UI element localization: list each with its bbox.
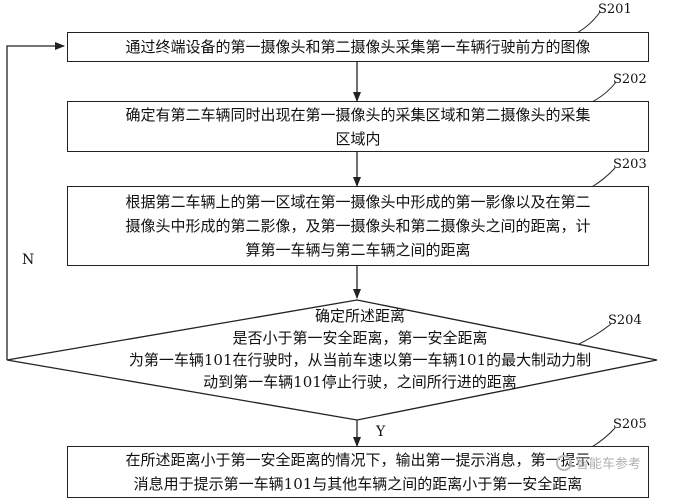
step-s204-text: 确定所述距离 是否小于第一安全距离，第一安全距离 为第一车辆101在行驶时，从当… [70, 305, 650, 393]
step-s203-line-2: 摄像头中形成的第二影像，及第一摄像头和第二摄像头之间的距离，计 [125, 217, 591, 235]
step-s202-box: 确定有第二车辆同时出现在第一摄像头的采集区域和第二摄像头的采集 区域内 [67, 101, 649, 152]
step-s203-line-1: 根据第二车辆上的第一区域在第一摄像头中形成的第一影像以及在第二 [125, 193, 591, 211]
step-s202-label: S202 [613, 72, 647, 87]
edge-label-no: N [22, 252, 35, 268]
watermark: 智能车参考 [556, 453, 641, 472]
step-s205-line-2: 消息用于提示第一车辆101与其他车辆之间的距离小于第一安全距离 [133, 475, 583, 493]
step-s205-label: S205 [613, 417, 647, 432]
step-s202-line-2: 区域内 [335, 129, 381, 148]
step-s205-line-1: 在所述距离小于第一安全距离的情况下，输出第一提示消息，第一提示 [125, 451, 591, 469]
step-s203-label: S203 [613, 157, 647, 172]
decision-diamond [6, 299, 658, 421]
leader-s201 [574, 11, 601, 35]
step-s204-line-3: 为第一车辆101在行驶时，从当前车速以第一车辆101的最大制动力制 [128, 351, 592, 369]
leader-s203 [589, 167, 616, 189]
step-s203-line-3: 算第一车辆与第二车辆之间的距离 [245, 241, 471, 259]
step-s203-box: 根据第二车辆上的第一区域在第一摄像头中形成的第一影像以及在第二 摄像头中形成的第… [67, 186, 649, 266]
leader-s205 [589, 427, 616, 449]
step-s204-line-2: 是否小于第一安全距离，第一安全距离 [232, 329, 488, 347]
step-s204-label: S204 [608, 313, 642, 328]
step-s204-line-4: 动到第一车辆101停止行驶，之间所行进的距离 [203, 373, 517, 391]
step-s201-label: S201 [598, 2, 632, 17]
step-s205-box: 在所述距离小于第一安全距离的情况下，输出第一提示消息，第一提示 消息用于提示第一… [67, 446, 649, 498]
arrow-no-loop [6, 42, 65, 360]
step-s201-box: 通过终端设备的第一摄像头和第二摄像头采集第一车辆行驶前方的图像 [67, 32, 649, 62]
watermark-logo-icon [556, 454, 572, 471]
step-s202-line-1: 确定有第二车辆同时出现在第一摄像头的采集区域和第二摄像头的采集 [125, 105, 591, 124]
edge-label-yes: Y [376, 424, 386, 440]
step-s201-text: 通过终端设备的第一摄像头和第二摄像头采集第一车辆行驶前方的图像 [125, 38, 591, 56]
step-s204-line-1: 确定所述距离 [314, 307, 405, 325]
watermark-text: 智能车参考 [576, 457, 642, 472]
